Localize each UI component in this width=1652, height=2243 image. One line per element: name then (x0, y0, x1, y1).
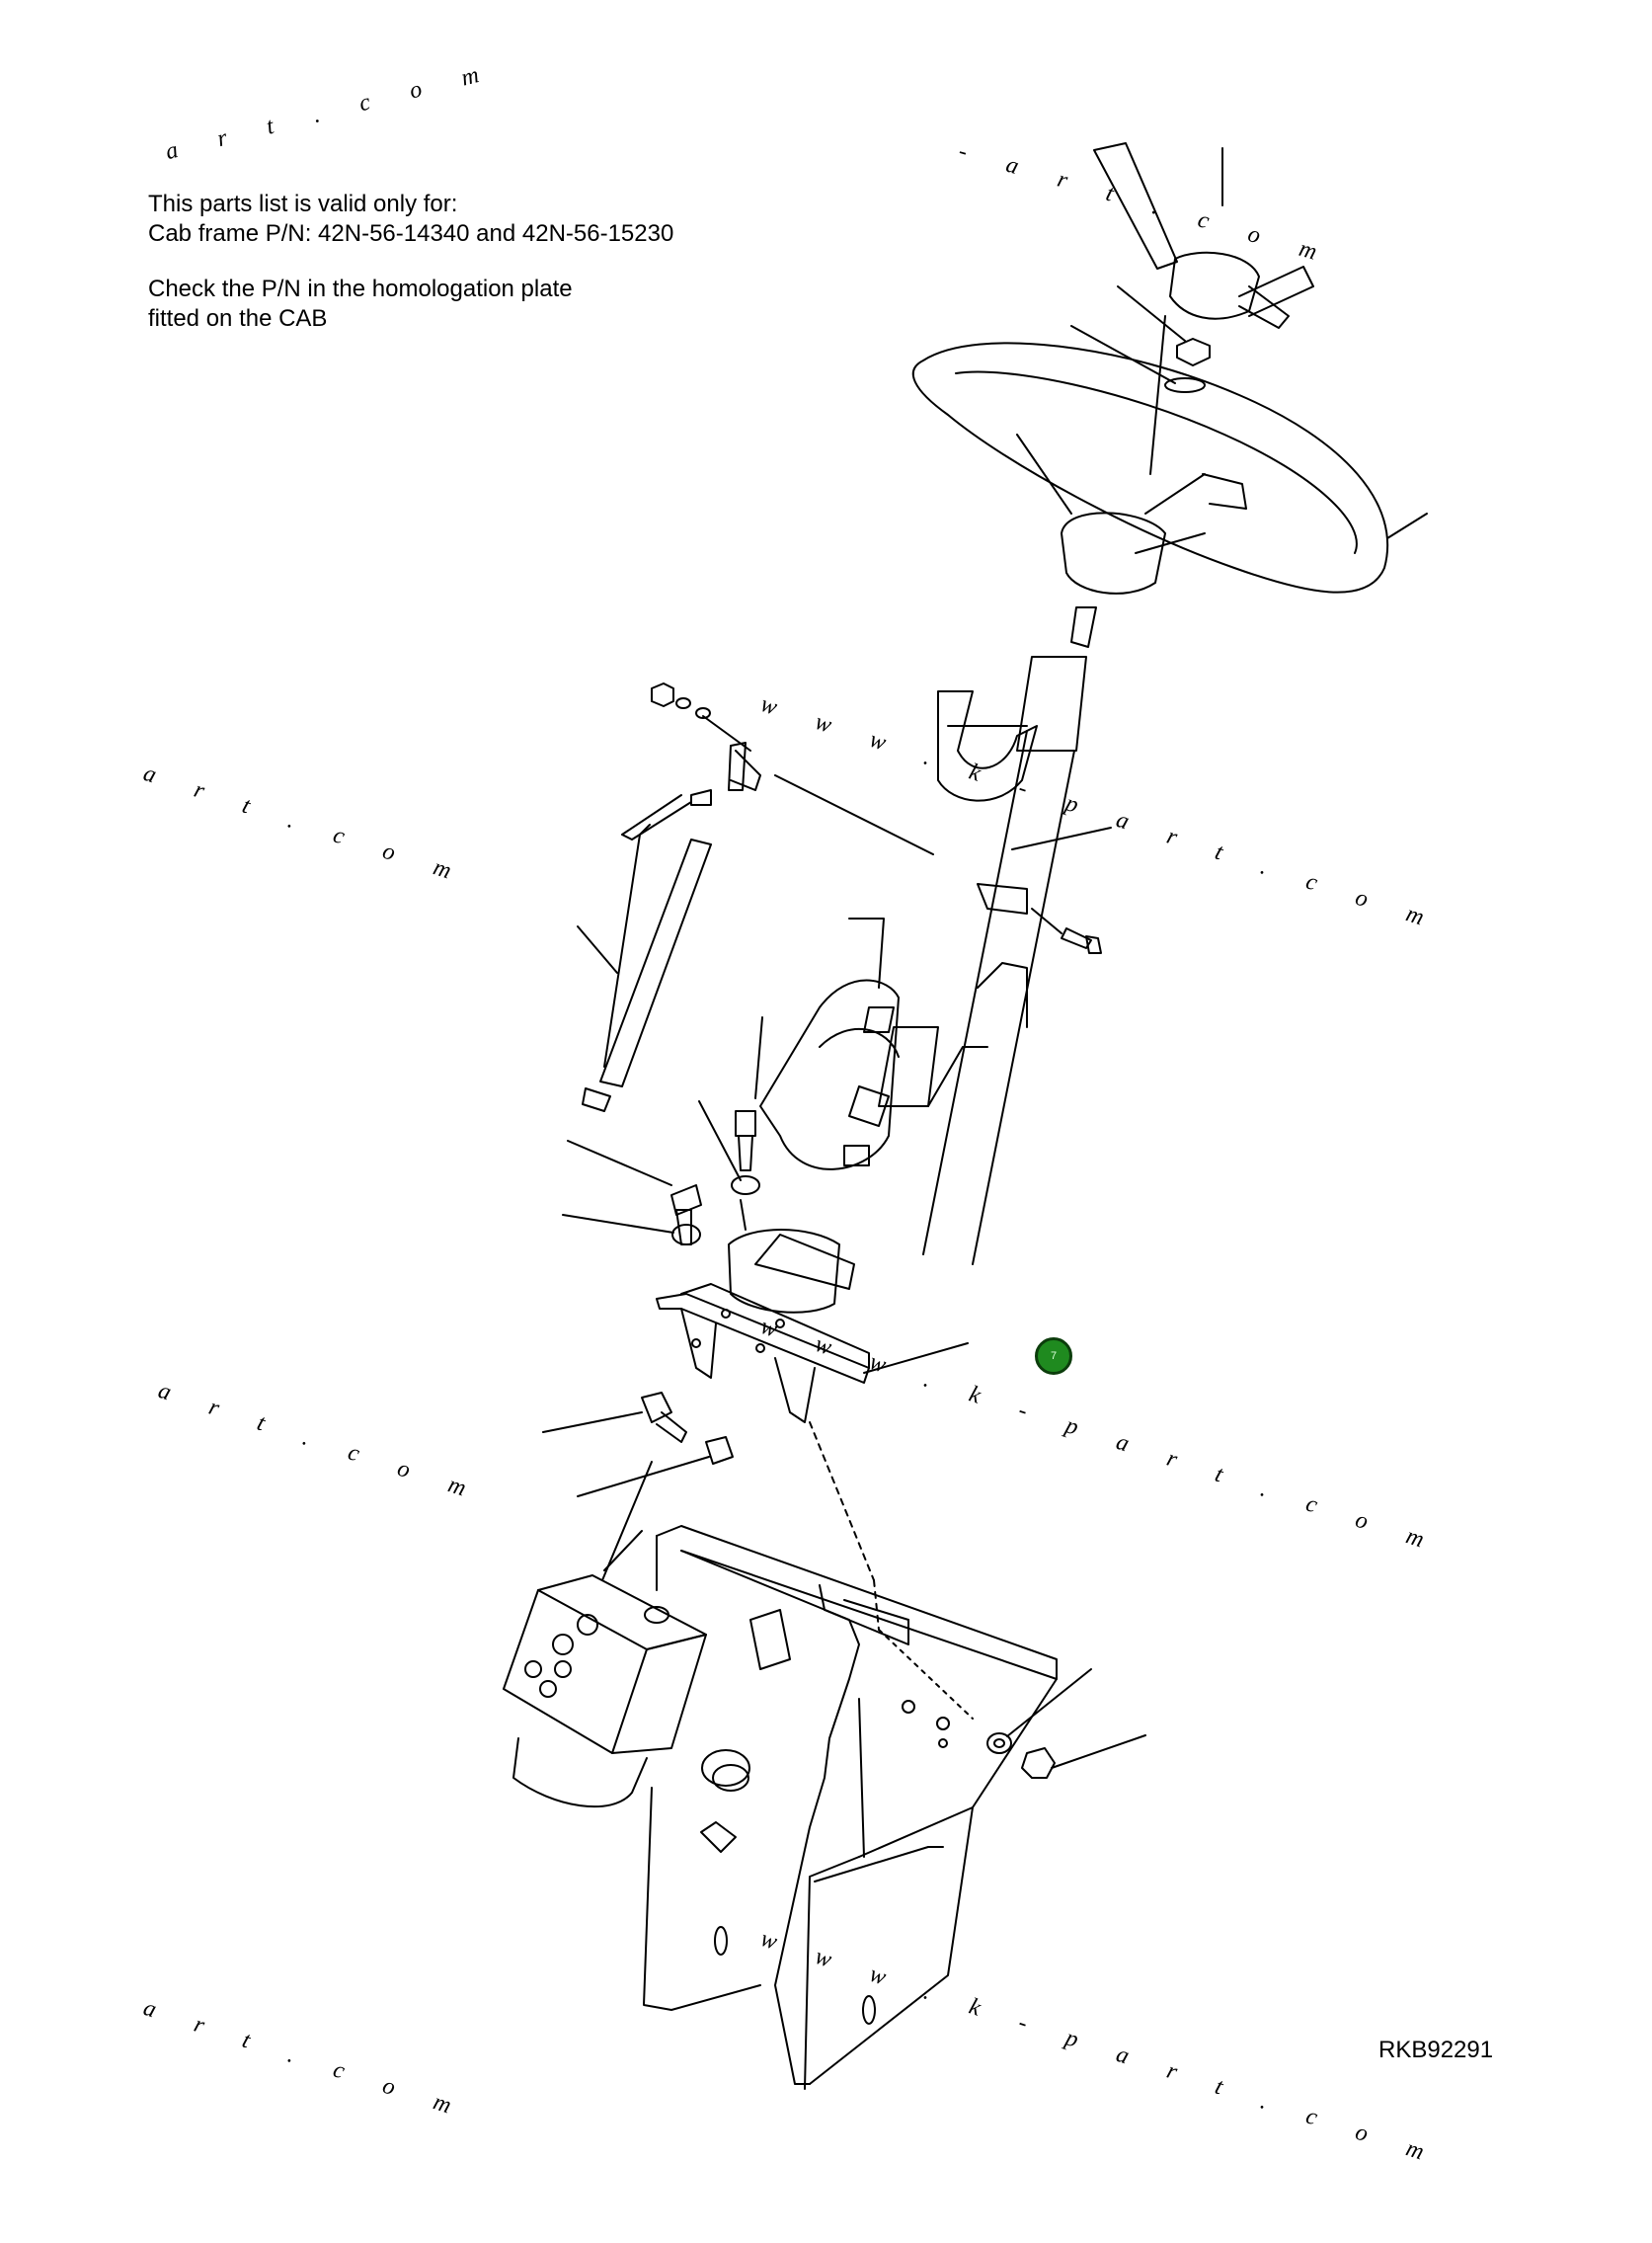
validity-note-line: This parts list is valid only for: (148, 191, 458, 217)
column-bolts (562, 1016, 763, 1245)
part-hotspot-marker[interactable]: 7 (1035, 1337, 1072, 1375)
homologation-note-line: fitted on the CAB (148, 305, 328, 332)
steering-unit (503, 1461, 707, 1808)
cab-frame-part-numbers: Cab frame P/N: 42N-56-14340 and 42N-56-1… (148, 220, 674, 247)
steering-wheel (911, 315, 1428, 595)
steering-column (728, 606, 1112, 1314)
support-bracket (643, 1421, 1058, 2090)
wheel-nut (1070, 285, 1211, 393)
mounting-plate (656, 1283, 969, 1423)
column-bolt (1031, 908, 1102, 954)
bracket-fasteners (986, 1668, 1146, 1779)
drawing-reference-code: RKB92291 (1378, 2037, 1494, 2063)
homologation-note-line: Check the P/N in the homologation plate (148, 276, 573, 302)
wheel-cap (1093, 142, 1314, 329)
validity-note: This parts list is valid only for: Cab f… (148, 190, 673, 249)
homologation-note: Check the P/N in the homologation plate … (148, 275, 573, 334)
gas-strut (577, 742, 761, 1112)
lower-bolts (542, 1392, 734, 1497)
strut-fasteners (651, 682, 751, 752)
